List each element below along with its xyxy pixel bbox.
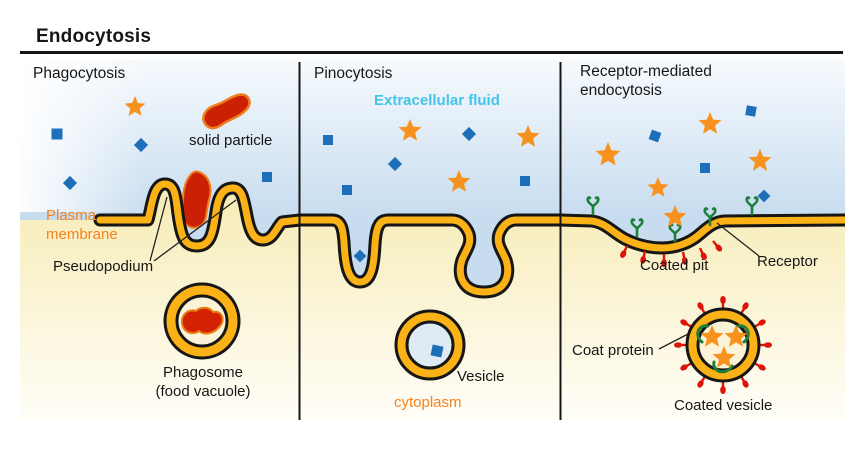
diagram-canvas: [20, 60, 845, 420]
receptor-icon: [736, 324, 750, 344]
solid-particle: [202, 93, 251, 130]
receptor-label: Receptor: [757, 253, 818, 270]
square-particle-icon: [430, 344, 444, 358]
star-particle-icon: [647, 177, 669, 197]
diamond-particle-icon: [387, 156, 403, 172]
diamond-particle-icon: [133, 137, 149, 153]
star-particle-icon: [748, 149, 772, 171]
star-particle-icon: [124, 96, 146, 116]
star-particle-icon: [398, 119, 422, 141]
star-particle-icon: [712, 346, 736, 368]
receptor-icon: [712, 360, 734, 374]
leader-lines: [149, 196, 760, 350]
engulfed-particle: [181, 170, 212, 229]
phagosome: [163, 282, 241, 360]
vesicle: [394, 309, 466, 381]
square-particle-icon: [51, 128, 63, 140]
diamond-particle-icon: [461, 126, 477, 142]
square-particle-icon: [520, 176, 530, 186]
plasma-membrane: [96, 180, 845, 296]
square-particle-icon: [342, 185, 352, 195]
panel-title-receptor-mediated: Receptor-mediated endocytosis: [580, 63, 712, 99]
left-fade: [20, 60, 145, 212]
star-particle-icon: [516, 125, 540, 147]
vesicle-label: Vesicle: [457, 368, 505, 385]
diamond-particle-icon: [353, 249, 367, 263]
extracellular-fluid-label: Extracellular fluid: [374, 92, 500, 109]
pseudopodium-label: Pseudopodium: [53, 258, 154, 275]
star-particle-icon: [698, 112, 722, 134]
coated-vesicle-label: Coated vesicle: [674, 397, 773, 414]
page-title: Endocytosis: [36, 26, 152, 47]
solid-particle-label: solid particle: [189, 132, 273, 149]
star-particle-icon: [595, 142, 621, 166]
square-particle-icon: [700, 163, 710, 173]
solute-particles: [51, 96, 772, 368]
cytoplasm-label: cytoplasm: [394, 394, 462, 411]
phagosome-contents: [181, 306, 224, 335]
coated-pit-label: Coated pit: [640, 257, 709, 274]
star-particle-icon: [724, 325, 748, 347]
plasma-membrane-label: Plasma membrane: [46, 207, 118, 243]
title-underline: [20, 51, 843, 54]
panel-title-pinocytosis: Pinocytosis: [314, 65, 393, 82]
star-particle-icon: [663, 205, 687, 227]
phagosome-label: Phagosome (food vacuole): [155, 363, 250, 401]
phagosome-label-line2: (food vacuole): [155, 383, 251, 400]
coat-protein-label: Coat protein: [572, 342, 654, 359]
square-particle-icon: [262, 172, 272, 182]
square-particle-icon: [745, 105, 757, 117]
star-particle-icon: [700, 325, 724, 347]
square-particle-icon: [323, 135, 333, 145]
phagosome-label-line1: Phagosome: [162, 364, 244, 381]
star-particle-icon: [447, 170, 471, 192]
receptor-icon: [696, 324, 710, 344]
square-particle-icon: [648, 129, 662, 143]
panel-title-phagocytosis: Phagocytosis: [33, 65, 126, 82]
